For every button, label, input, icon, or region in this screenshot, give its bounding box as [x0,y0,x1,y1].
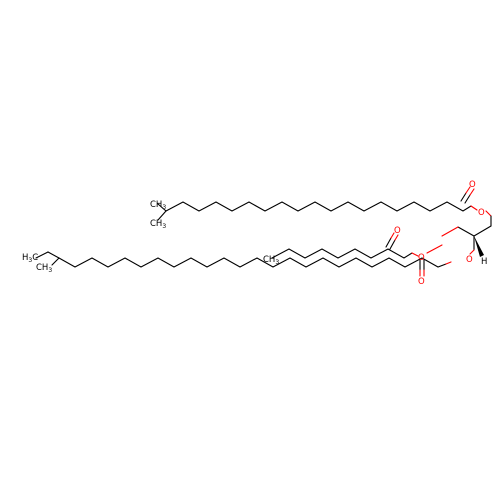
middle-carbonyl-bond-1b [390,232,395,239]
bottom-methyl-bond [51,257,60,266]
label-ch3-top-a: CH3 [150,200,166,211]
top-branch-bond-a [157,203,167,212]
glycerol-c2-o-bond-red [469,249,475,255]
label-ch3-top-b: CH3 [150,219,166,230]
glycerol-c2-c3 [457,226,475,237]
label-o-middle-link: O [418,253,425,263]
label-o-middle-carbonyl: O [394,226,401,236]
bottom-ethyl-bond-2 [35,251,49,259]
glycerol-c3-o [441,226,459,237]
top-ester-o-bond [470,205,478,211]
middle-chain-bonds [271,248,413,259]
top-ester-o-bond-2 [485,210,492,217]
label-o-top-carbonyl: O [469,180,476,190]
top-carbonyl-bond-2b [469,188,475,196]
bottom-ethyl-bond [47,251,60,259]
stereo-wedge [474,236,484,257]
atom-labels: CH3 CH3 O O CH3 O O H O O H3C CH3 [22,180,487,287]
label-o-bottom-link: O [466,255,473,265]
label-o-top-link: O [478,208,485,218]
label-ch3-bottom: CH3 [36,263,52,274]
label-o-bottom-carbonyl: O [418,277,425,287]
middle-carbonyl-bond-1 [385,237,392,248]
top-branch-bond-b [157,210,167,221]
label-h3c-bottom: H3C [22,253,38,264]
top-acyl-chain [157,186,492,227]
middle-carbonyl-bond-2 [389,239,396,250]
label-ch3-middle: CH3 [263,255,279,266]
top-carbonyl-bond-2 [464,194,471,204]
bottom-ester-o-bond [445,261,452,265]
label-h-stereo: H [481,257,487,267]
bottom-acyl-chain [35,251,452,277]
top-carbonyl-bond-1 [460,192,467,202]
middle-ester-o-link [426,244,443,254]
top-chain-bonds [165,201,472,212]
glycerol-c1-c2 [473,225,492,237]
glycerol-backbone [441,225,492,257]
bottom-chain-bonds [58,257,447,268]
middle-carbonyl-bond-2b [394,234,399,241]
top-carbonyl-bond-1b [465,186,471,194]
middle-ester-o-bond [411,252,419,257]
middle-acyl-chain [271,232,443,259]
